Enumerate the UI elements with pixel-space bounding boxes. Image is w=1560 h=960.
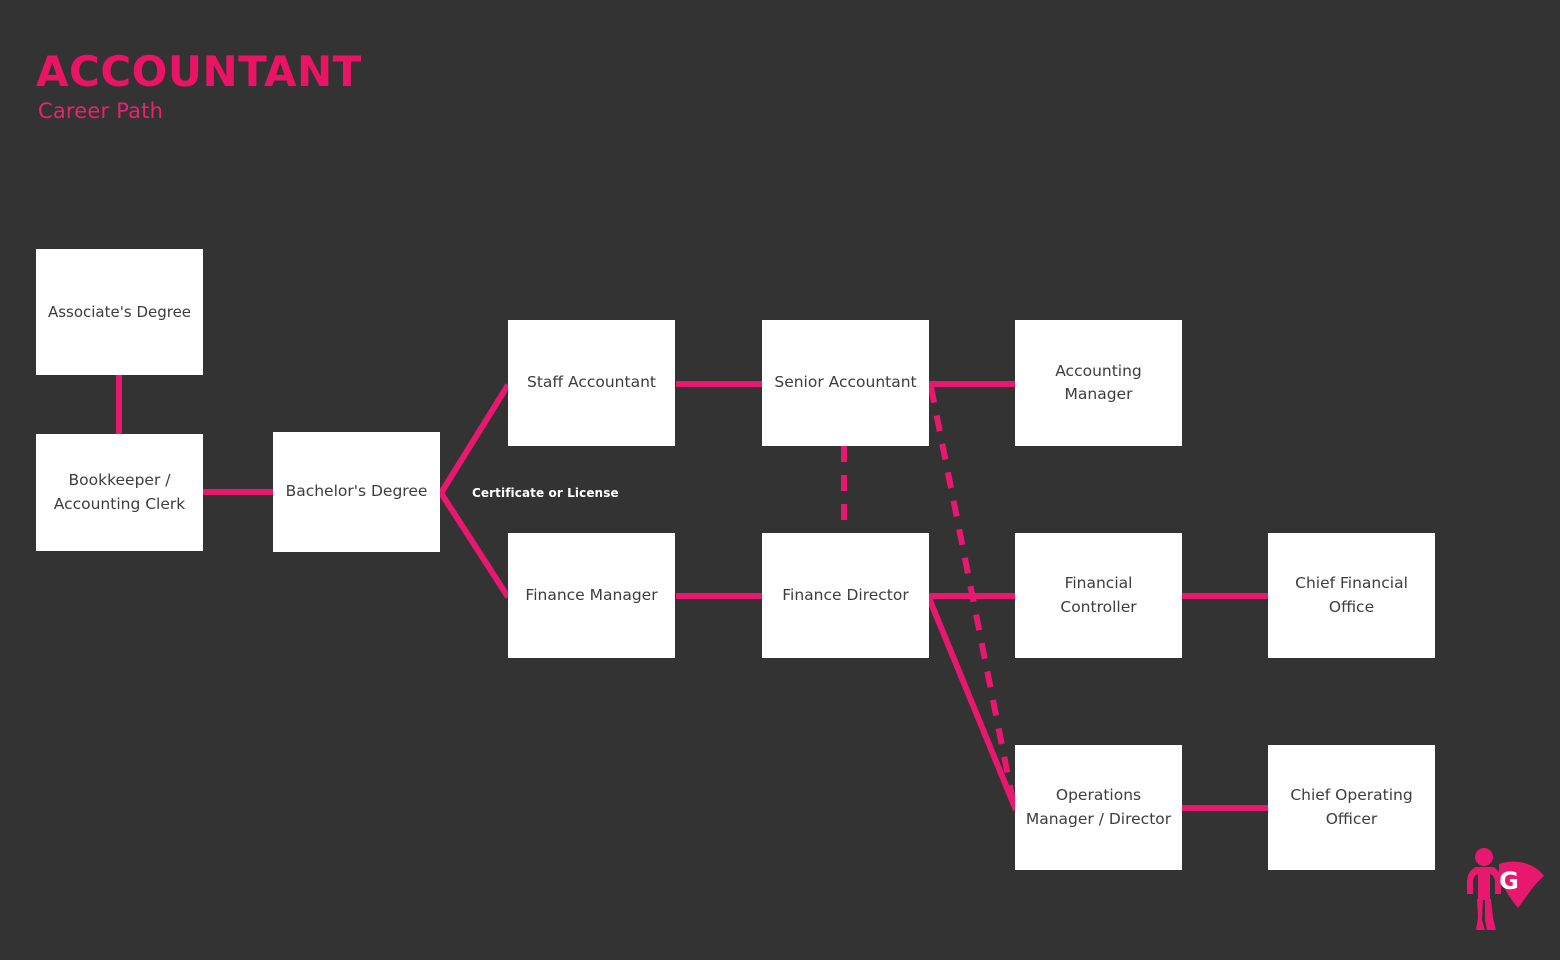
node-label: Operations Manager / Director bbox=[1025, 786, 1172, 828]
connector-bachelors-to-staff-accountant bbox=[438, 383, 511, 495]
node-accounting-manager[interactable]: Accounting Manager bbox=[1015, 320, 1182, 446]
node-label: Bachelor's Degree bbox=[285, 482, 428, 501]
page-header: ACCOUNTANT Career Path bbox=[36, 47, 736, 124]
node-financial-controller[interactable]: Financial Controller bbox=[1015, 533, 1182, 658]
node-label: Finance Manager bbox=[525, 585, 658, 604]
node-label: Financial Controller bbox=[1060, 574, 1137, 616]
connector-finance-director-to-operations-manager bbox=[926, 596, 1019, 812]
node-finance-manager[interactable]: Finance Manager bbox=[508, 533, 675, 658]
node-label: Senior Accountant bbox=[774, 373, 917, 392]
superhero-mascot-logo-icon: G bbox=[1467, 848, 1544, 930]
connector-senior-accountant-to-operations-manager bbox=[928, 386, 1017, 807]
node-chief-operating-officer[interactable]: Chief Operating Officer bbox=[1268, 745, 1435, 870]
node-label: Associate's Degree bbox=[47, 302, 192, 321]
connector-bachelors-to-finance-manager bbox=[438, 491, 511, 599]
page-title: ACCOUNTANT bbox=[36, 47, 362, 96]
node-bachelors-degree[interactable]: Bachelor's Degree bbox=[273, 432, 440, 552]
page-subtitle: Career Path bbox=[38, 99, 164, 124]
node-chief-financial-office[interactable]: Chief Financial Office bbox=[1268, 533, 1435, 658]
node-staff-accountant[interactable]: Staff Accountant bbox=[508, 320, 675, 446]
node-label: Bookkeeper / Accounting Clerk bbox=[53, 471, 186, 513]
node-bookkeeper[interactable]: Bookkeeper / Accounting Clerk bbox=[36, 434, 203, 551]
node-operations-manager[interactable]: Operations Manager / Director bbox=[1015, 745, 1182, 870]
node-associates-degree[interactable]: Associate's Degree bbox=[36, 249, 203, 375]
node-label: Chief Financial Office bbox=[1295, 574, 1408, 616]
node-label: Finance Director bbox=[782, 585, 909, 604]
node-finance-director[interactable]: Finance Director bbox=[762, 533, 929, 658]
node-label: Staff Accountant bbox=[526, 373, 656, 392]
edge-caption-certificate-or-license: Certificate or License bbox=[472, 486, 619, 500]
node-label: Chief Operating Officer bbox=[1290, 786, 1413, 828]
node-senior-accountant[interactable]: Senior Accountant bbox=[762, 320, 929, 446]
node-label: Accounting Manager bbox=[1055, 361, 1142, 403]
logo-letter: G bbox=[1499, 867, 1519, 895]
